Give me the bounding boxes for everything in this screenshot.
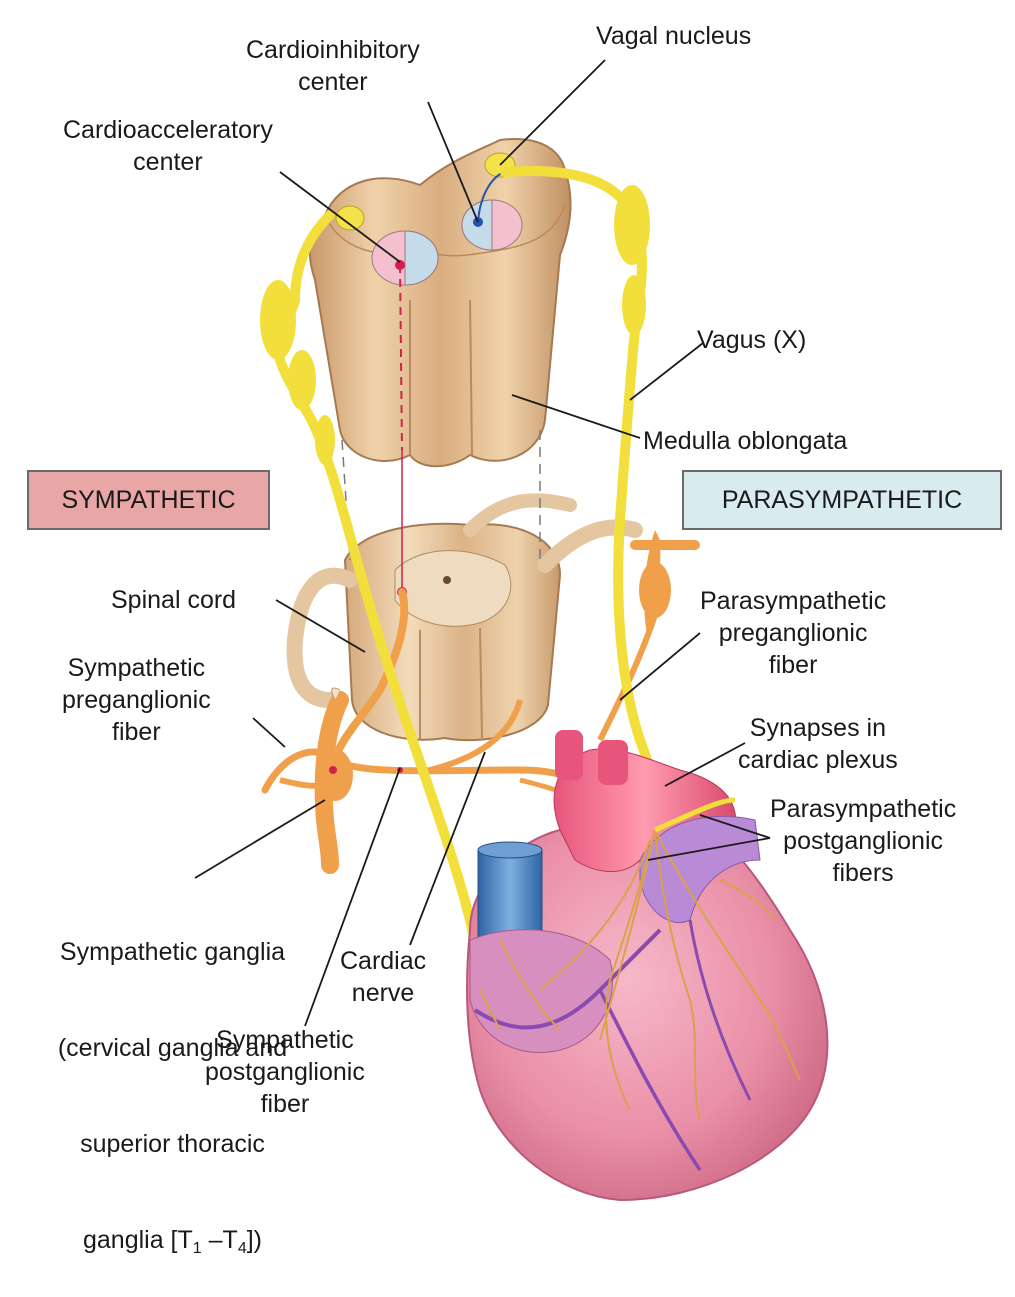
ganglia-suffix: ]) [247, 1226, 262, 1254]
cardioacceleratory-center [372, 231, 438, 285]
label-parasympathetic-postganglionic-fibers: Parasympathetic postganglionic fibers [770, 793, 956, 889]
label-cardioacceleratory-center: Cardioacceleratory center [63, 114, 273, 178]
sympathetic-box: SYMPATHETIC [27, 470, 270, 530]
label-sympathetic-postganglionic-fiber: Sympathetic postganglionic fiber [205, 1024, 365, 1120]
label-sympathetic-ganglia-line1: Sympathetic ganglia [30, 936, 315, 968]
medulla-oblongata [310, 139, 571, 466]
label-parasympathetic-preganglionic-fiber: Parasympathetic preganglionic fiber [700, 585, 886, 681]
label-sympathetic-ganglia-line4: ganglia [T1 –T4]) [30, 1224, 315, 1265]
ganglia-sub-1: 1 [193, 1240, 202, 1257]
label-sympathetic-preganglionic-fiber: Sympathetic preganglionic fiber [62, 652, 211, 748]
ganglia-sub-4: 4 [238, 1240, 247, 1257]
label-sympathetic-ganglia-line3: superior thoracic [30, 1128, 315, 1160]
parasympathetic-box: PARASYMPATHETIC [682, 470, 1002, 530]
label-spinal-cord: Spinal cord [111, 584, 236, 616]
label-cardiac-nerve: Cardiac nerve [340, 945, 426, 1009]
label-cardioinhibitory-center: Cardioinhibitory center [246, 34, 420, 98]
label-synapses-cardiac-plexus: Synapses in cardiac plexus [738, 712, 898, 776]
label-vagus: Vagus (X) [697, 324, 806, 356]
ganglia-mid: –T [202, 1226, 238, 1254]
label-medulla-oblongata: Medulla oblongata [643, 425, 847, 457]
label-vagal-nucleus: Vagal nucleus [596, 20, 751, 52]
ganglia-prefix: ganglia [T [83, 1226, 193, 1254]
